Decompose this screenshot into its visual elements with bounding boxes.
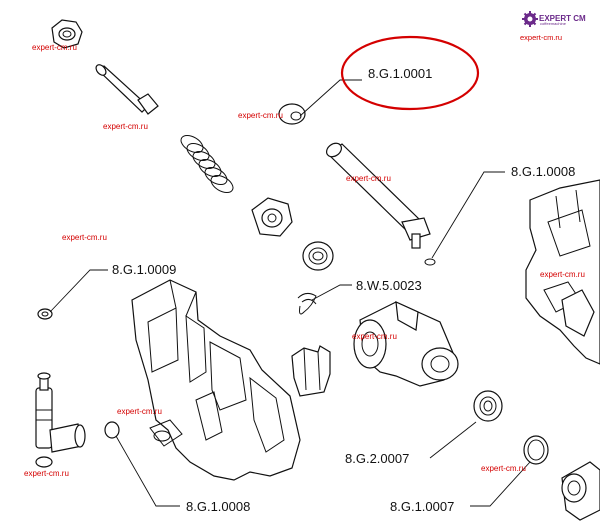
part-pin — [95, 64, 159, 115]
watermark: expert-cm.ru — [117, 407, 162, 416]
callout-8G10009[interactable]: 8.G.1.0009 — [112, 262, 176, 277]
leader-c7 — [470, 461, 531, 507]
leader-c2 — [431, 171, 505, 259]
callout-8G10007[interactable]: 8.G.1.0007 — [390, 499, 454, 514]
part-tee-connector — [353, 301, 459, 387]
watermark: expert-cm.ru — [352, 332, 397, 341]
part-washer-3 — [104, 421, 120, 439]
leader-c1 — [299, 79, 362, 117]
leader-c4 — [311, 284, 352, 301]
callout-8G10008-bottom[interactable]: 8.G.1.0008 — [186, 499, 250, 514]
part-washer-4 — [523, 435, 549, 465]
callout-8G10008-right[interactable]: 8.G.1.0008 — [511, 164, 575, 179]
part-nut-top-left — [51, 19, 83, 49]
watermark: expert-cm.ru — [32, 43, 77, 52]
watermark: expert-cm.ru — [24, 469, 69, 478]
watermark: expert-cm.ru — [481, 464, 526, 473]
part-cap-nut — [251, 197, 293, 237]
leader-lines — [49, 79, 531, 507]
part-bracket — [291, 345, 331, 397]
brand-name: EXPERT CM — [539, 14, 586, 23]
brand-logo[interactable]: EXPERT CM coffeemachine expert-cm.ru — [520, 11, 586, 42]
watermark: expert-cm.ru — [540, 270, 585, 279]
callout-8G20007[interactable]: 8.G.2.0007 — [345, 451, 409, 466]
part-spring — [180, 134, 234, 194]
part-washer-2 — [37, 308, 53, 320]
watermark: expert-cm.ru — [238, 111, 283, 120]
watermark: expert-cm.ru — [103, 122, 148, 131]
part-ring-1 — [302, 241, 334, 271]
part-valve-pin — [325, 142, 436, 266]
part-clip — [297, 292, 317, 315]
part-main-housing — [131, 279, 301, 481]
highlight-circle — [340, 35, 480, 111]
watermark: expert-cm.ru — [62, 233, 107, 242]
brand-tagline: coffeemachine — [540, 21, 567, 26]
brand-url[interactable]: expert-cm.ru — [520, 33, 562, 42]
part-right-housing — [525, 179, 600, 365]
watermark: expert-cm.ru — [346, 174, 391, 183]
leader-c6 — [115, 435, 180, 507]
part-fitting-bottom-right — [561, 461, 600, 521]
watermarks: expert-cm.ru expert-cm.ru expert-cm.ru e… — [24, 43, 585, 478]
callout-8G10001[interactable]: 8.G.1.0001 — [368, 66, 432, 81]
gear-logo-icon — [522, 11, 538, 27]
leader-c5 — [429, 421, 477, 459]
part-washer-1 — [278, 103, 306, 125]
callout-8W50023[interactable]: 8.W.5.0023 — [356, 278, 422, 293]
part-valve-assembly — [35, 372, 86, 468]
leader-c3 — [49, 269, 108, 313]
part-ring-2 — [473, 390, 503, 422]
